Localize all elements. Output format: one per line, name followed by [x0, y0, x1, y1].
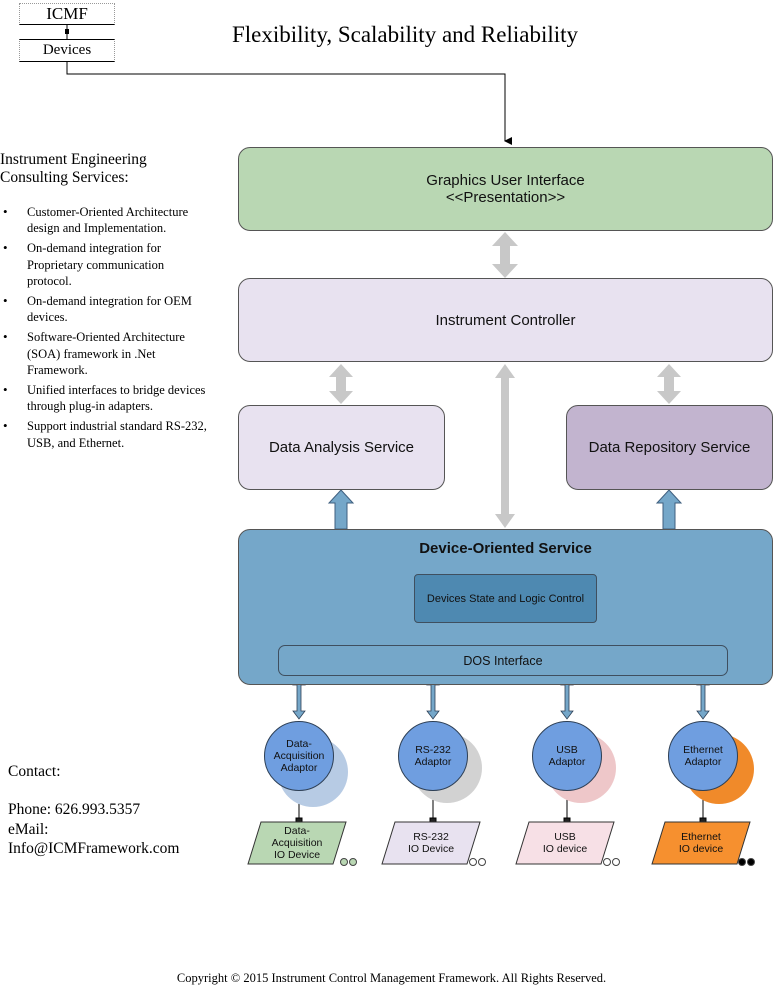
ellipsis-dot — [738, 858, 746, 866]
controller-block: Instrument Controller — [238, 278, 773, 362]
analysis-block: Data Analysis Service — [238, 405, 445, 490]
service-item: On-demand integration for Proprietary co… — [0, 240, 210, 289]
analysis-label: Data Analysis Service — [268, 439, 415, 456]
service-item: Customer-Oriented Architecture design an… — [0, 204, 210, 236]
controller-repository-arrow — [657, 364, 681, 404]
services-heading-line1: Instrument Engineering — [0, 151, 147, 168]
gui-subtitle: <<Presentation>> — [445, 189, 566, 206]
ellipsis-dot — [349, 858, 357, 866]
device-shape — [651, 821, 751, 865]
device-label-line: RS-232 — [413, 831, 449, 843]
dos-interface-label: DOS Interface — [463, 653, 543, 668]
device-label-line: IO Device — [273, 849, 321, 861]
page-title: Flexibility, Scalability and Reliability — [231, 22, 579, 47]
device-shape — [381, 821, 481, 865]
device-label-line: USB — [554, 831, 576, 843]
controller-label: Instrument Controller — [435, 311, 576, 329]
contact-phone: Phone: 626.993.5357 — [8, 801, 141, 818]
adaptor-label-line: Adaptor — [280, 762, 318, 774]
contact-email-label: eMail: — [8, 821, 49, 838]
dos-interface-block: DOS Interface — [278, 645, 728, 676]
adaptor-label-line: USB — [556, 744, 578, 756]
services-heading: Instrument Engineering Consulting Servic… — [0, 151, 230, 187]
devices-to-gui-line — [66, 62, 512, 145]
ellipsis-dot — [747, 858, 755, 866]
gui-controller-arrow — [492, 232, 518, 278]
services-list: Customer-Oriented Architecture design an… — [0, 204, 210, 455]
repository-label: Data Repository Service — [588, 439, 751, 456]
copyright: Copyright © 2015 Instrument Control Mana… — [176, 971, 607, 985]
logo-icmf: ICMF — [19, 3, 115, 25]
ellipsis-dot — [340, 858, 348, 866]
controller-dos-arrow — [495, 364, 515, 528]
dos-state-label: Devices State and Logic Control — [426, 592, 585, 605]
contact-email[interactable]: Info@ICMFramework.com — [8, 840, 180, 857]
adaptor-label-line: Adaptor — [684, 756, 722, 768]
ellipsis-dot — [603, 858, 611, 866]
logo-link-node — [65, 29, 69, 34]
contact-heading: Contact: — [8, 763, 61, 780]
device-shape — [515, 821, 615, 865]
device-label-line: IO Device — [407, 843, 455, 855]
adaptor-label-line: Acquisition — [273, 750, 325, 762]
logo-devices: Devices — [19, 39, 115, 62]
dos-title: Device-Oriented Service — [419, 540, 592, 557]
dos-state-block: Devices State and Logic Control — [414, 574, 597, 623]
device-label-line: Ethernet — [681, 831, 721, 843]
device-label-line: IO device — [678, 843, 724, 855]
device-label-line: Data- — [284, 825, 310, 837]
interface-adaptor-arrows — [292, 676, 710, 720]
service-item: Support industrial standard RS-232, USB,… — [0, 418, 210, 450]
ellipsis-dot — [469, 858, 477, 866]
service-item: On-demand integration for OEM devices. — [0, 293, 210, 325]
controller-analysis-arrow — [329, 364, 353, 404]
device-shape — [247, 821, 347, 865]
services-heading-line2: Consulting Services: — [0, 169, 129, 186]
device-label-line: Acquisition — [271, 837, 323, 849]
ellipsis-dot — [612, 858, 620, 866]
adaptor-label-line: Adaptor — [414, 756, 452, 768]
adaptor-label-line: Adaptor — [548, 756, 586, 768]
service-item: Unified interfaces to bridge devices thr… — [0, 382, 210, 414]
ellipsis-dot — [478, 858, 486, 866]
adaptor-label-line: RS-232 — [415, 744, 451, 756]
service-item: Software-Oriented Architecture (SOA) fra… — [0, 329, 210, 378]
device-label-line: IO device — [542, 843, 588, 855]
gui-title: Graphics User Interface — [426, 172, 585, 189]
adaptor-label-line: Ethernet — [683, 744, 723, 756]
adaptor-label-line: Data- — [286, 738, 312, 750]
